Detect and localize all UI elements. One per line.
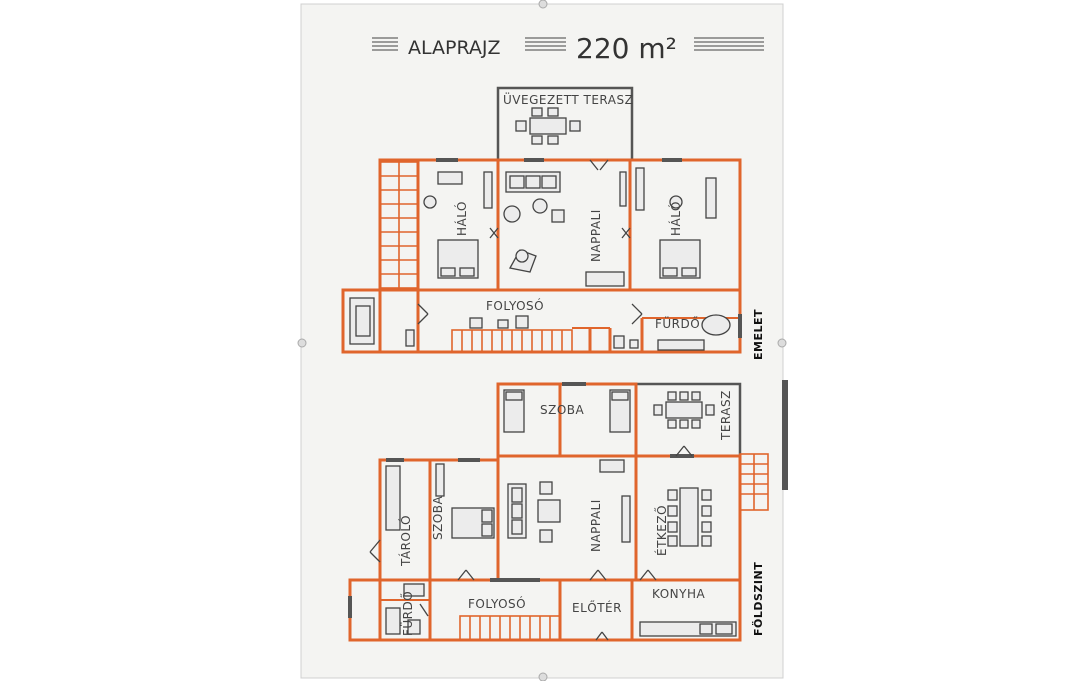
left-clip [297,338,307,348]
upper-sofa [505,171,561,193]
label-ground-hall: ELŐTÉR [572,600,622,615]
plan-title: ALAPRAJZ [408,37,501,59]
dining-table [667,487,712,547]
label-upper-bedroom-left: HÁLÓ [454,201,469,236]
label-floor-upper: EMELET [752,309,765,360]
glazed-terrace-walls [496,86,634,160]
label-ground-room-top: SZOBA [540,403,585,417]
ground-sofa [507,483,527,539]
label-ground-terrace: TERASZ [719,390,733,441]
upper-balcony-wall [341,288,382,354]
plan-area: 220 m² [576,32,677,65]
header-decoration-right [694,37,764,51]
label-upper-bedroom-right: HÁLÓ [668,201,683,236]
frame-edge [782,380,788,490]
label-upper-bathroom: FÜRDŐ [655,315,700,331]
ground-bed-left [503,389,525,433]
right-clip [777,338,787,348]
upper-bathtub [701,314,731,336]
top-clip [538,0,548,9]
ground-terrace-table [653,391,715,429]
upper-staircase [379,161,419,289]
ground-floor: SZOBA TERASZ TÁROLÓ SZOBA NAPPALI ÉTKEZŐ… [348,382,769,642]
bottom-clip [538,672,548,681]
upper-bed-right [659,239,701,279]
ground-bed-right [609,389,631,433]
header-decoration-left [372,37,398,51]
terrace-table [515,107,581,145]
label-floor-ground: FÖLDSZINT [751,562,765,636]
header-decoration-mid [525,37,566,51]
label-ground-living: NAPPALI [589,499,603,552]
ground-entry-stairs [739,453,769,511]
ground-corridor-stairs [459,615,561,641]
label-upper-living: NAPPALI [589,209,603,262]
label-ground-bathroom: FÜRDŐ [399,591,415,636]
upper-bed-left [437,239,479,279]
ground-bed-room [451,507,495,539]
label-ground-kitchen: KONYHA [652,587,705,601]
label-glazed-terrace: ÜVEGEZETT TERASZ [503,91,633,107]
label-ground-room-left: SZOBA [431,495,445,540]
upper-corridor-stairs [451,329,573,353]
label-ground-dining: ÉTKEZŐ [654,505,669,556]
upper-floor: ÜVEGEZETT TERASZ HÁLÓ NAPPALI HÁLÓ FOLYO… [341,86,765,360]
label-ground-corridor: FOLYOSÓ [468,596,526,611]
label-ground-storage: TÁROLÓ [398,515,413,567]
label-upper-corridor: FOLYOSÓ [486,298,544,313]
